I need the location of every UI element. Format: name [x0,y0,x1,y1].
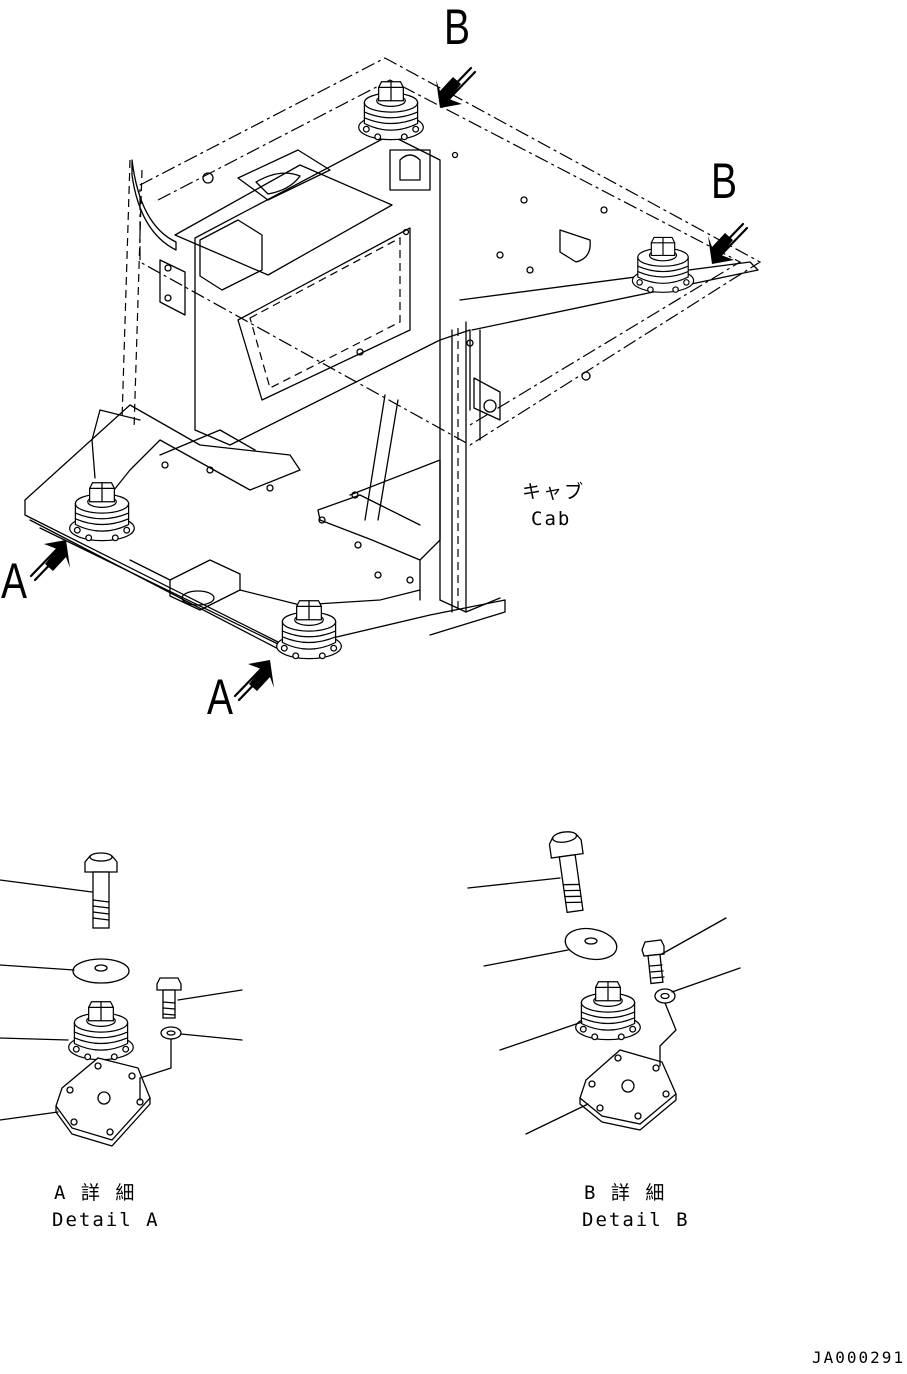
mount-damper-right-b [631,236,695,293]
cab-frame-assembly [24,57,762,702]
floor-frame [24,404,301,521]
mount-damper-left-a [69,482,135,542]
rear-upper-panel [131,159,177,251]
view-label-b-top: B [444,0,471,55]
cab-mount-damper-icon [68,1001,134,1061]
view-arrow-icon [706,222,749,266]
bolt-icon [641,939,665,985]
detail-b-title-japanese: B 詳 細 [584,1182,667,1204]
view-arrow-icon [29,538,72,582]
view-label-a-bottom: A [207,669,234,725]
floor-cutout [169,559,241,611]
rear-window [237,227,411,401]
bolt-icon [156,977,182,1019]
detail-b-exploded [467,831,741,1135]
washer-icon [160,1026,182,1040]
view-arrow-icon [233,658,276,702]
drawing-code: JA000291 [812,1348,906,1367]
front-right-post [439,321,467,613]
washer-icon [72,958,130,984]
bolt-icon [84,852,118,929]
access-cover [237,149,331,201]
detail-a-exploded [0,852,243,1147]
rear-left-pillar [121,159,143,431]
roof-inner-outline [157,79,742,426]
cab-label-english: Cab [531,508,572,530]
mount-damper-front-a [276,600,342,660]
detail-a-title-english: Detail A [52,1209,160,1231]
bolt-icon [548,831,584,914]
view-label-a-left: A [1,553,28,609]
view-arrow-icon [434,66,477,110]
cab-label-japanese: キャブ [522,481,586,503]
washer-icon [564,927,618,961]
washer-icon [654,988,676,1004]
cab-mount-damper-icon [575,981,641,1041]
mount-plate-icon [55,1057,151,1147]
rear-wall [194,134,441,446]
mount-plate-icon [579,1049,677,1131]
upper-deck [174,164,393,276]
right-rail [459,261,759,331]
detail-b-title-english: Detail B [582,1209,690,1231]
view-label-b-right: B [711,153,738,209]
detail-a-title-japanese: A 詳 細 [54,1182,137,1204]
mount-damper-rear-b [358,81,424,141]
